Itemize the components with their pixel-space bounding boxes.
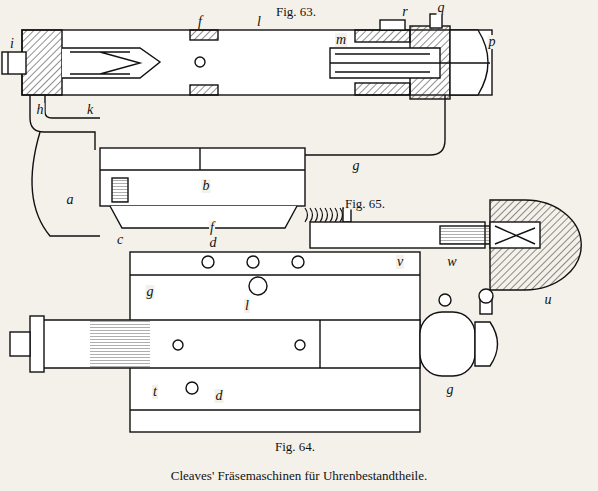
part-letter: h	[36, 103, 45, 117]
part-letter: c	[116, 233, 124, 247]
part-letter: k	[86, 103, 94, 117]
part-letter: d	[215, 389, 224, 403]
part-letter: t	[152, 385, 158, 399]
part-letter: d	[209, 236, 218, 250]
part-letter: b	[202, 179, 211, 193]
part-letter: u	[544, 293, 553, 307]
caption: Cleaves' Fräsemaschinen für Uhrenbestand…	[0, 468, 598, 484]
figure-number: Fig. 63.	[275, 5, 317, 18]
spring-coil	[315, 208, 318, 222]
part-letter: w	[446, 255, 457, 269]
part-letter: f	[197, 15, 203, 29]
spring-coil	[325, 208, 328, 222]
part-letter: p	[488, 35, 497, 49]
spring-coil	[305, 208, 308, 222]
spring-coil	[340, 208, 343, 222]
part-letter: i	[9, 37, 15, 51]
part-letter: v	[396, 255, 404, 269]
part-letter: g	[352, 159, 361, 173]
part-letter: q	[437, 1, 446, 15]
part-letter: m	[335, 33, 347, 47]
part-letter: g	[146, 285, 155, 299]
part-letter: r	[401, 5, 408, 19]
spring-coil	[335, 208, 338, 222]
part-letter: l	[244, 299, 250, 313]
spring-coil	[330, 208, 333, 222]
part-letter: f	[209, 221, 215, 235]
figure-number: Fig. 65.	[344, 197, 386, 210]
spring-coil	[310, 208, 313, 222]
part-letter: l	[256, 15, 262, 29]
part-letter: a	[66, 193, 75, 207]
figure-number: Fig. 64.	[274, 440, 316, 453]
part-letter: g	[446, 383, 455, 397]
spring-coil	[320, 208, 323, 222]
